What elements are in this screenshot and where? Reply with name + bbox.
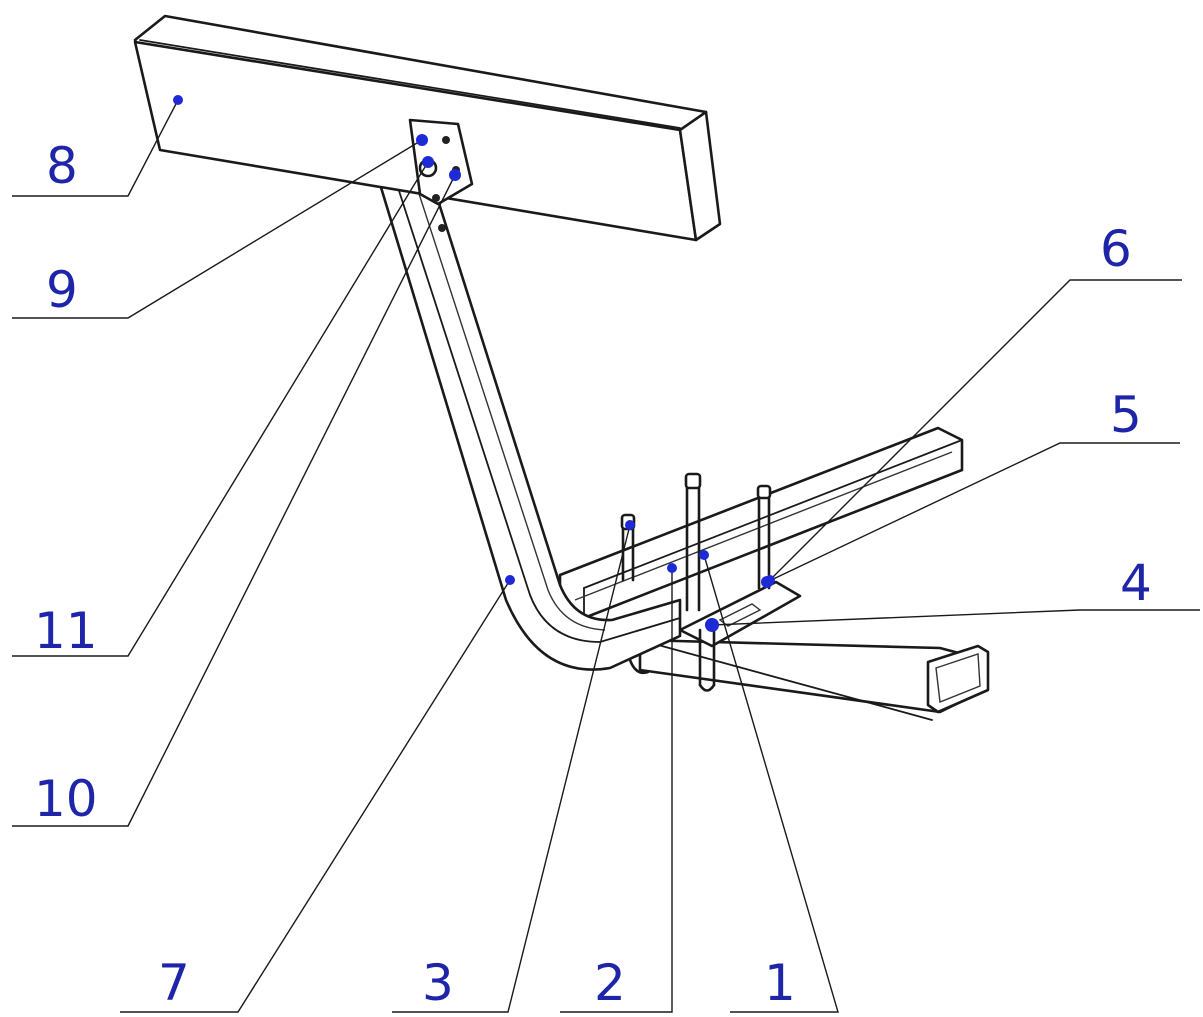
marker-2 (667, 563, 677, 573)
callout-10: 10 (34, 770, 98, 828)
callout-1: 1 (764, 954, 796, 1012)
callout-7: 7 (158, 954, 190, 1012)
callout-9: 9 (46, 261, 78, 319)
leader-11 (12, 161, 429, 657)
leader-8 (12, 99, 179, 197)
marker-4 (705, 618, 719, 632)
marker-1 (699, 550, 709, 560)
leader-9 (12, 139, 423, 319)
leader-10 (12, 174, 456, 827)
marker-6 (765, 575, 775, 585)
leader-lines (12, 99, 1200, 1013)
callout-8: 8 (46, 137, 78, 195)
leader-6 (769, 279, 1182, 581)
marker-3 (625, 520, 635, 530)
callout-3: 3 (422, 954, 454, 1012)
base-tube (558, 426, 990, 721)
marker-9 (416, 134, 428, 146)
marker-10 (449, 169, 461, 181)
leader-1 (703, 554, 839, 1013)
marker-dots (173, 95, 775, 632)
leader-3 (392, 524, 631, 1013)
leader-7 (120, 579, 511, 1013)
callout-4: 4 (1120, 554, 1152, 612)
callout-2: 2 (594, 954, 626, 1012)
leader-2 (560, 568, 673, 1013)
marker-7 (505, 575, 515, 585)
callout-6: 6 (1100, 220, 1132, 278)
marker-8 (173, 95, 183, 105)
leader-4 (711, 609, 1200, 626)
u-bolts (620, 472, 772, 692)
callout-labels: 8 9 11 10 6 5 4 7 3 2 1 (34, 137, 1152, 1012)
leader-5 (766, 442, 1180, 583)
callout-11: 11 (34, 602, 98, 660)
callout-5: 5 (1110, 386, 1142, 444)
marker-11 (422, 156, 434, 168)
